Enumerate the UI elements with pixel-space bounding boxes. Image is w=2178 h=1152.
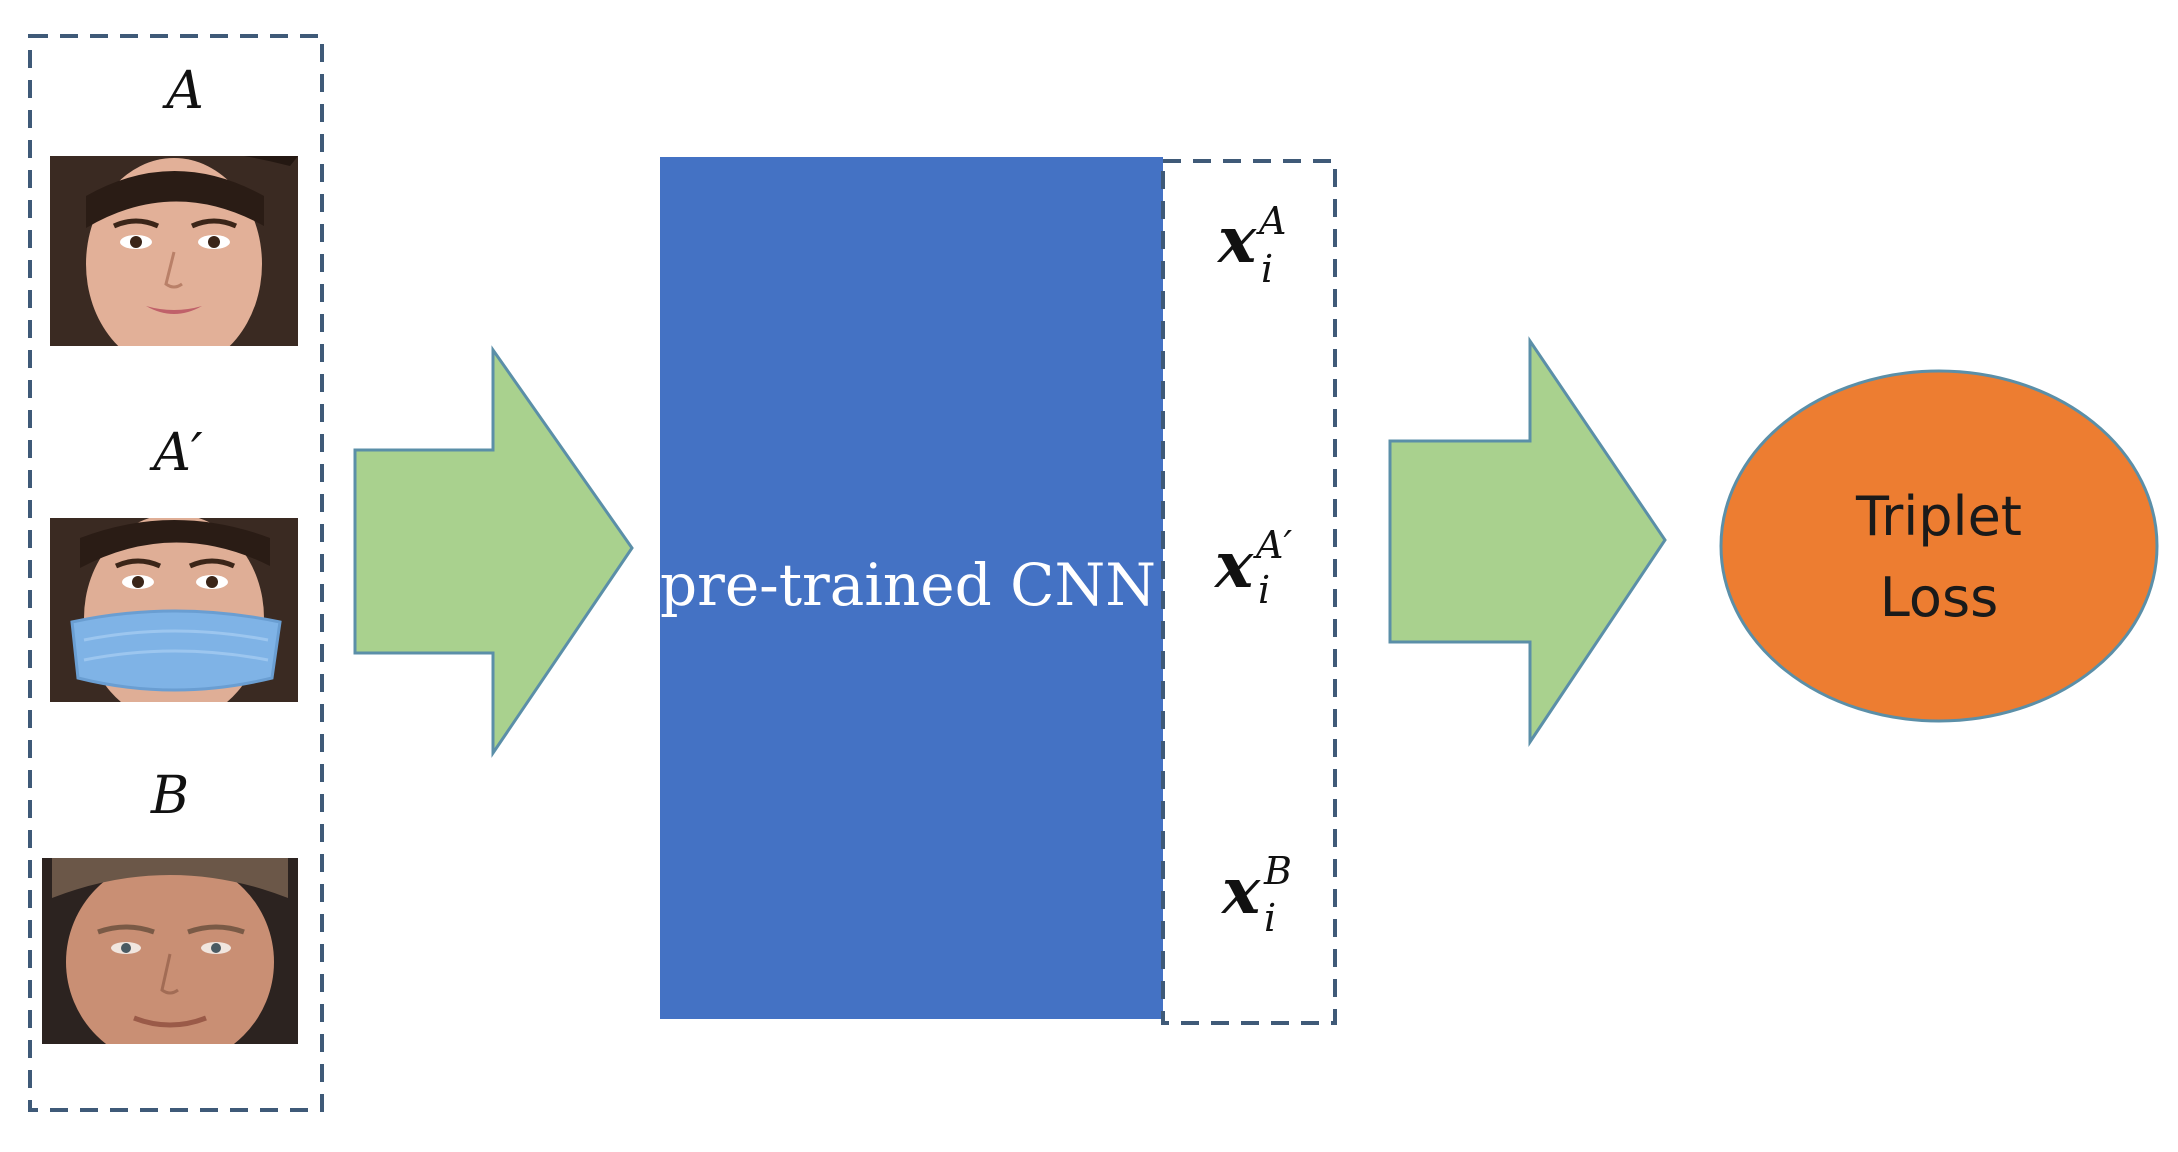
positive-label: A′ bbox=[149, 423, 203, 483]
embedding-anchor-sup: A bbox=[1256, 199, 1286, 243]
embedding-negative-sup: B bbox=[1263, 849, 1292, 893]
embedding-positive-sup: A′ bbox=[1253, 523, 1292, 567]
embedding-group-border bbox=[1161, 159, 1337, 1025]
embedding-negative: x B i bbox=[1220, 849, 1292, 940]
embedding-negative-sub: i bbox=[1264, 896, 1276, 940]
triplet-loss-node bbox=[1719, 369, 2159, 723]
embedding-anchor-base: x bbox=[1216, 203, 1257, 278]
anchor-face-image bbox=[50, 156, 298, 346]
negative-face-image bbox=[42, 858, 298, 1044]
arrow-to-cnn bbox=[353, 345, 634, 758]
triplet-loss-line1: Triplet bbox=[1855, 485, 2022, 548]
embedding-positive-base: x bbox=[1213, 528, 1254, 603]
anchor-label: A bbox=[162, 61, 204, 121]
input-images-group-border bbox=[28, 34, 324, 1112]
cnn-block bbox=[660, 157, 1163, 1019]
positive-masked-face-image bbox=[50, 518, 298, 702]
embedding-positive-sub: i bbox=[1258, 568, 1270, 612]
embedding-positive: x A′ i bbox=[1213, 523, 1292, 612]
triplet-loss-line2: Loss bbox=[1880, 566, 1998, 629]
negative-label: B bbox=[150, 766, 189, 826]
embedding-negative-base: x bbox=[1220, 854, 1261, 929]
arrow-to-loss bbox=[1388, 336, 1667, 747]
embedding-anchor: x A i bbox=[1216, 199, 1286, 291]
embedding-anchor-sub: i bbox=[1261, 247, 1273, 291]
cnn-label: pre-trained CNN bbox=[660, 551, 1156, 619]
